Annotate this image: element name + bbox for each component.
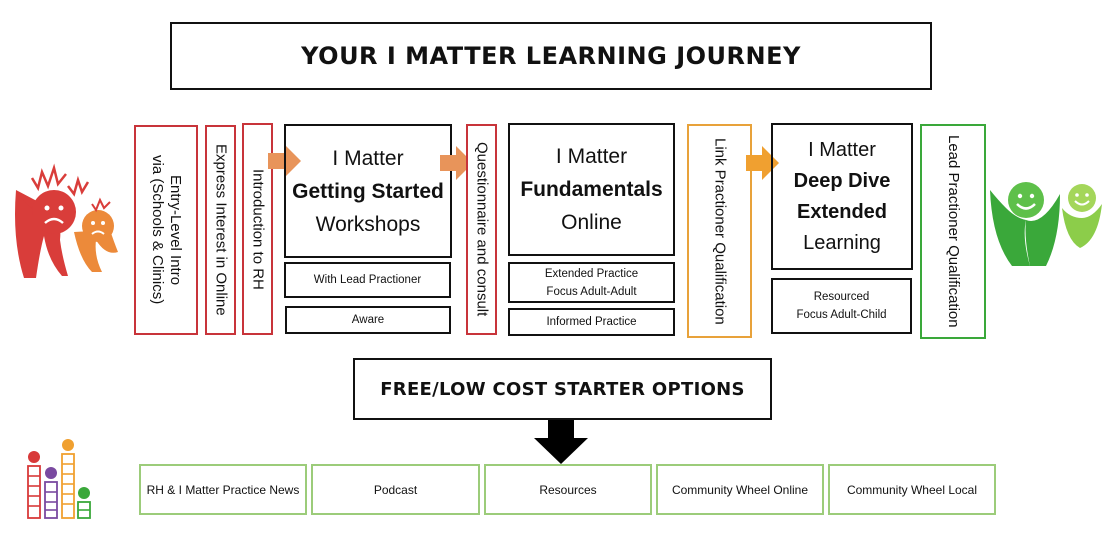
aware-text: Aware [351,314,385,326]
link-practioner-text: Link Practioner Qualification [711,137,729,325]
deep-dive-line3: Extended [796,200,888,223]
option-practice-news-label: RH & I Matter Practice News [146,482,300,497]
starter-options-box: FREE/LOW COST STARTER OPTIONS [353,358,772,420]
arrow-down-icon [534,420,588,464]
option-resources-label: Resources [539,482,597,497]
sad-faces-icon [15,163,118,278]
deep-dive-box: I Matter Deep Dive Extended Learning [771,123,913,270]
getting-started-line2: Getting Started [292,179,444,203]
title-box: YOUR I MATTER LEARNING JOURNEY [170,22,932,90]
happy-faces-icon [990,182,1102,266]
starter-options-title: FREE/LOW COST STARTER OPTIONS [380,378,745,400]
extended-practice-box: Extended Practice Focus Adult-Adult [508,262,675,303]
questionnaire-box: Questionnaire and consult [466,124,497,335]
with-lead-box: With Lead Practioner [284,262,451,298]
extended-practice-line2: Focus Adult-Adult [546,285,637,298]
express-interest-text: Express Interest in Online [212,144,230,316]
option-resources: Resources [484,464,652,515]
extended-practice-line1: Extended Practice [544,267,639,280]
deep-dive-line1: I Matter [808,138,876,161]
with-lead-text: With Lead Practioner [313,274,422,286]
page-title: YOUR I MATTER LEARNING JOURNEY [301,42,801,70]
intro-rh-text: Introduction to RH [249,168,267,290]
ladder-people-icon [27,439,91,519]
getting-started-line3: Workshops [315,212,421,236]
option-practice-news: RH & I Matter Practice News [139,464,307,515]
option-community-wheel-local-label: Community Wheel Local [846,482,978,497]
entry-level-box: Entry-Level Intro via (Schools & Clinics… [134,125,198,335]
express-interest-box: Express Interest in Online [205,125,236,335]
aware-box: Aware [285,306,451,334]
fundamentals-box: I Matter Fundamentals Online [508,123,675,256]
resourced-line1: Resourced [813,291,870,303]
fundamentals-line1: I Matter [555,145,628,168]
arrow-right-icon [746,146,779,180]
getting-started-line1: I Matter [332,146,404,170]
informed-practice-box: Informed Practice [508,308,675,336]
fundamentals-line2: Fundamentals [520,178,663,201]
deep-dive-line2: Deep Dive [793,169,891,192]
fundamentals-line3: Online [561,211,622,234]
getting-started-box: I Matter Getting Started Workshops [284,124,452,258]
option-community-wheel-local: Community Wheel Local [828,464,996,515]
entry-level-line1: Entry-Level Intro [167,174,184,286]
option-podcast: Podcast [311,464,480,515]
entry-level-text: Entry-Level Intro via (Schools & Clinics… [148,155,184,304]
option-community-wheel-online-label: Community Wheel Online [671,482,809,497]
option-community-wheel-online: Community Wheel Online [656,464,824,515]
resourced-line2: Focus Adult-Child [796,309,887,321]
intro-rh-box: Introduction to RH [242,123,273,335]
link-practioner-box: Link Practioner Qualification [687,124,752,338]
arrow-right-icon [440,146,473,180]
entry-level-line2: via (Schools & Clinics) [149,155,166,305]
deep-dive-line4: Learning [803,231,881,254]
informed-practice-text: Informed Practice [546,316,637,328]
option-podcast-label: Podcast [373,482,418,497]
resourced-box: Resourced Focus Adult-Child [771,278,912,334]
lead-practioner-box: Lead Practioner Qualification [920,124,986,339]
lead-practioner-text: Lead Practioner Qualification [945,135,962,328]
questionnaire-text: Questionnaire and consult [473,142,491,317]
